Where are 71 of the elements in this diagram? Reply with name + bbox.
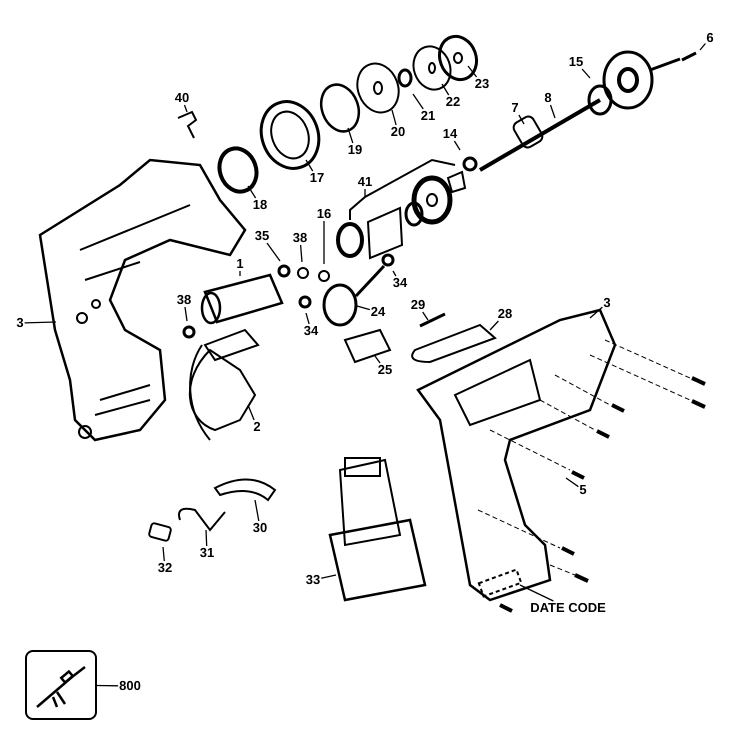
leader-line [441, 84, 450, 96]
callout-number: 17 [308, 171, 326, 185]
leader-line [323, 221, 325, 264]
leader-line [374, 356, 381, 364]
leader-line [454, 140, 461, 150]
leader-line [247, 404, 255, 420]
leader-line [550, 104, 556, 118]
callout-number: 5 [578, 483, 588, 497]
callout-number: 3 [15, 316, 25, 330]
leader-line [97, 684, 118, 686]
callout-number: 31 [198, 546, 216, 560]
callout-number: 1 [235, 257, 245, 271]
leader-line [184, 104, 188, 112]
leader-line [254, 500, 260, 522]
callout-number: 35 [254, 229, 270, 243]
callout-number: 24 [370, 305, 386, 319]
callout-number: 38 [292, 231, 308, 245]
leader-line [162, 546, 165, 562]
callout-number: 34 [392, 276, 408, 290]
callout-number: 25 [376, 363, 394, 377]
callout-number: 7 [510, 101, 520, 115]
callout-number: 8 [543, 91, 553, 105]
leader-line [305, 160, 314, 172]
leader-line [422, 312, 429, 320]
leader-line [520, 584, 554, 602]
callout-number: 16 [316, 207, 332, 221]
leader-line [247, 186, 256, 198]
charger-picture [25, 650, 97, 720]
leader-line [266, 242, 281, 262]
leader-line [392, 270, 396, 276]
callout-number: 14 [442, 127, 458, 141]
leader-line [412, 94, 424, 110]
callout-number: 40 [174, 91, 190, 105]
callout-number: 29 [410, 298, 426, 312]
callout-number: 22 [444, 95, 462, 109]
callout-number: 15 [568, 55, 584, 69]
leader-line [305, 312, 310, 324]
leader-line [184, 306, 188, 322]
callout-number: 30 [252, 521, 268, 535]
leader-line [300, 244, 303, 262]
callout-number: 34 [302, 324, 320, 338]
leader-line [590, 306, 603, 318]
callout-number: 21 [420, 109, 436, 123]
callout-number: 19 [346, 143, 364, 157]
callout-number: 38 [176, 293, 192, 307]
callout-number: 2 [252, 420, 262, 434]
callout-number: 800 [118, 679, 142, 693]
callout-number: 33 [304, 573, 322, 587]
callout-number: 23 [474, 77, 490, 91]
leader-line [700, 43, 706, 50]
leader-line [566, 477, 579, 488]
leader-line [364, 189, 366, 196]
callout-number: 32 [156, 561, 174, 575]
note-label: DATE CODE [529, 601, 607, 615]
callout-number: 6 [705, 31, 715, 45]
callout-number: 20 [390, 125, 406, 139]
leader-line [24, 321, 56, 324]
leader-line [356, 305, 370, 310]
leader-line [518, 114, 525, 124]
leader-line [467, 66, 478, 78]
callout-number: 28 [496, 307, 514, 321]
leader-line [347, 128, 354, 144]
leader-line [582, 68, 590, 78]
leader-line [239, 271, 241, 276]
callout-number: 18 [252, 198, 268, 212]
callout-number: 3 [602, 296, 612, 310]
leader-line [391, 110, 397, 126]
leader-line [490, 320, 499, 330]
leader-line [321, 574, 336, 579]
leader-line [205, 530, 208, 546]
callout-number: 41 [356, 175, 374, 189]
